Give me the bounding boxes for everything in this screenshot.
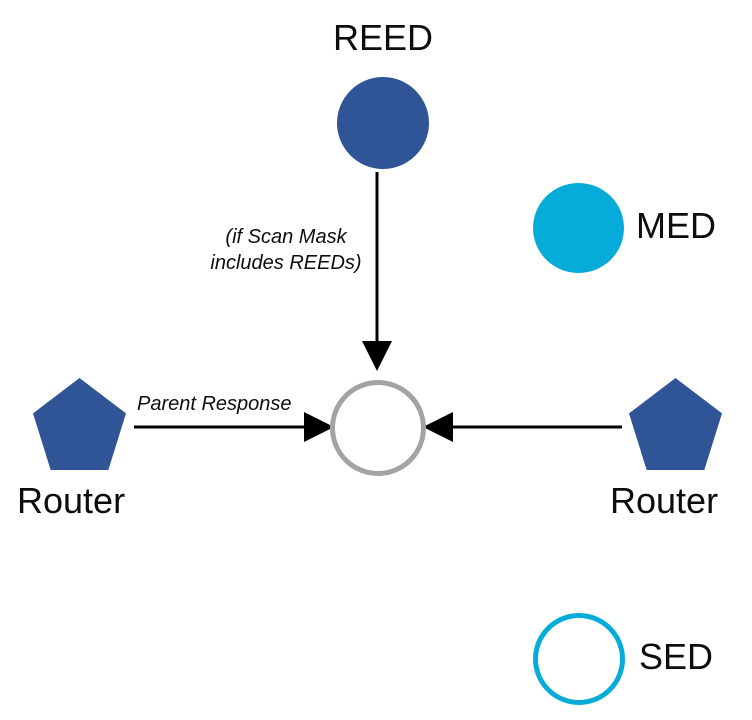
edge-label-parent-response: Parent Response xyxy=(137,393,292,415)
node-router-left-label: Router xyxy=(17,480,126,521)
node-reed[interactable] xyxy=(337,77,429,169)
node-center-device[interactable] xyxy=(330,380,426,476)
edge-label-scan-mask: (if Scan Mask includes REEDs) xyxy=(200,225,372,276)
node-router-right-label: Router xyxy=(610,480,719,521)
node-sed-label: SED xyxy=(639,636,714,677)
node-med-label: MED xyxy=(636,205,716,246)
edge-label-scan-mask-line1: (if Scan Mask xyxy=(225,226,347,248)
edge-label-scan-mask-line2: includes REEDs) xyxy=(210,251,362,274)
node-sed[interactable] xyxy=(533,613,625,705)
node-med[interactable] xyxy=(533,183,624,273)
node-reed-label: REED xyxy=(333,17,434,58)
